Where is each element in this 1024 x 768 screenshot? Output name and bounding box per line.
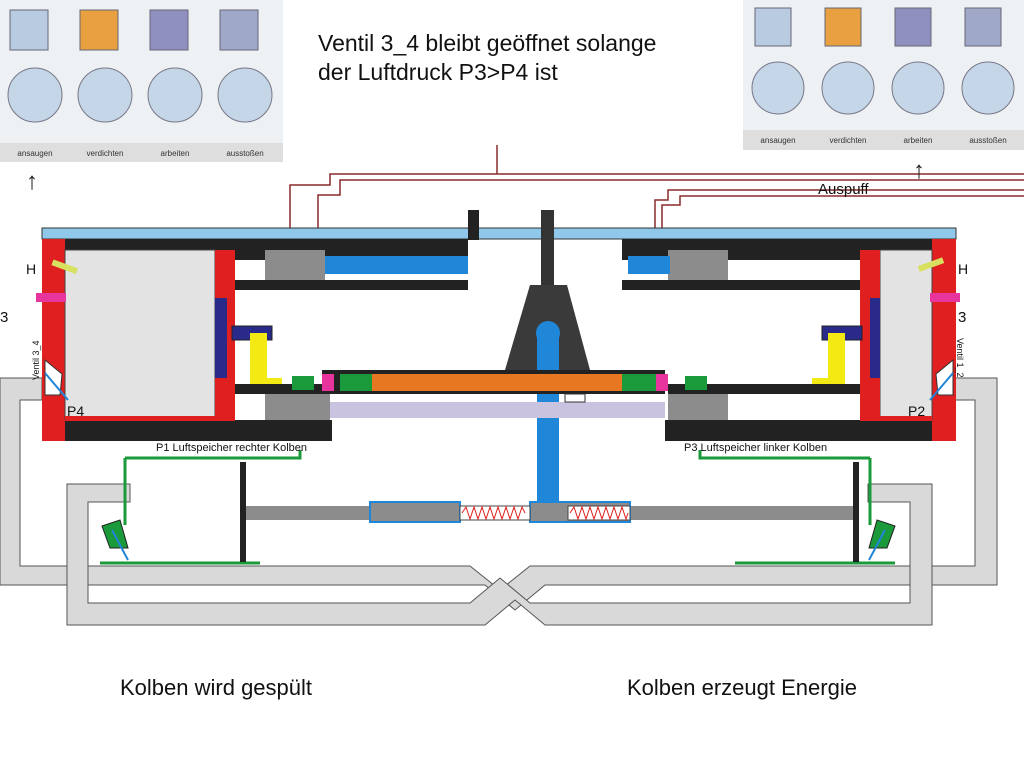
pipe-inner — [66, 483, 933, 626]
pink-port-left — [36, 293, 66, 302]
strip-right-label-3: arbeiten — [904, 136, 933, 145]
storage-label-right: P3 Luftspeicher linker Kolben — [684, 442, 827, 454]
return-pipes — [0, 377, 998, 626]
spring-left — [461, 505, 526, 521]
top-frame-left — [62, 239, 468, 250]
arrow-up-left: ↑ — [26, 168, 38, 195]
auspuff-label: Auspuff — [818, 181, 869, 198]
pink-port-right — [930, 293, 960, 302]
piston-rod — [292, 370, 707, 418]
top-frame-right — [622, 239, 932, 250]
yellow-lever-right — [812, 333, 845, 386]
valve-label-left: Ventil 3_4 — [31, 340, 41, 380]
label-3-right: 3 — [958, 309, 966, 326]
right-channels — [622, 250, 863, 420]
center-frame — [468, 210, 590, 505]
arrow-up-right: ↑ — [913, 157, 925, 184]
label-h-right: H — [958, 261, 968, 277]
storage-chambers — [100, 450, 896, 565]
blue-slide-left — [325, 256, 468, 274]
caption-right: Kolben erzeugt Energie — [627, 675, 857, 700]
strip-left-label-2: verdichten — [87, 149, 124, 158]
label-p2: P2 — [908, 403, 925, 419]
valve-note-line-2: der Luftdruck P3>P4 ist — [318, 59, 558, 85]
strip-right-label-1: ansaugen — [760, 136, 795, 145]
spark-plug-right — [917, 257, 945, 272]
label-h-left: H — [26, 261, 36, 277]
blue-slide-right — [628, 256, 670, 274]
exhaust-lines — [289, 145, 1024, 228]
cylinder-left — [36, 239, 332, 441]
left-channels — [231, 250, 468, 420]
valve-note-line-1: Ventil 3_4 bleibt geöffnet solange — [318, 30, 657, 56]
cylinder-right — [665, 239, 960, 441]
spark-plug-left — [51, 259, 78, 274]
strip-left-label-3: arbeiten — [161, 149, 190, 158]
stroke-strip-right: ansaugen verdichten arbeiten ausstoßen — [743, 0, 1024, 150]
spring-right — [569, 505, 629, 521]
label-3-left: 3 — [0, 309, 8, 326]
strip-left-label-1: ansaugen — [17, 149, 52, 158]
stroke-strip-left: ansaugen verdichten arbeiten ausstoßen — [0, 0, 283, 162]
valve-note: Ventil 3_4 bleibt geöffnet solange der L… — [318, 29, 656, 87]
valve-label-right: Ventil 1_2 — [955, 338, 965, 378]
yellow-lever-left — [250, 333, 282, 386]
label-p4: P4 — [67, 403, 84, 419]
storage-label-left: P1 Luftspeicher rechter Kolben — [156, 442, 307, 454]
valve-3-4 — [44, 358, 63, 396]
pipe-outer — [0, 377, 998, 611]
top-plate — [41, 227, 957, 240]
strip-left-label-4: ausstoßen — [226, 149, 263, 158]
strip-right-label-2: verdichten — [830, 136, 867, 145]
caption-left: Kolben wird gespült — [120, 675, 313, 700]
valve-1-2 — [935, 358, 954, 396]
strip-right-label-4: ausstoßen — [969, 136, 1006, 145]
lavender-track — [330, 402, 665, 418]
